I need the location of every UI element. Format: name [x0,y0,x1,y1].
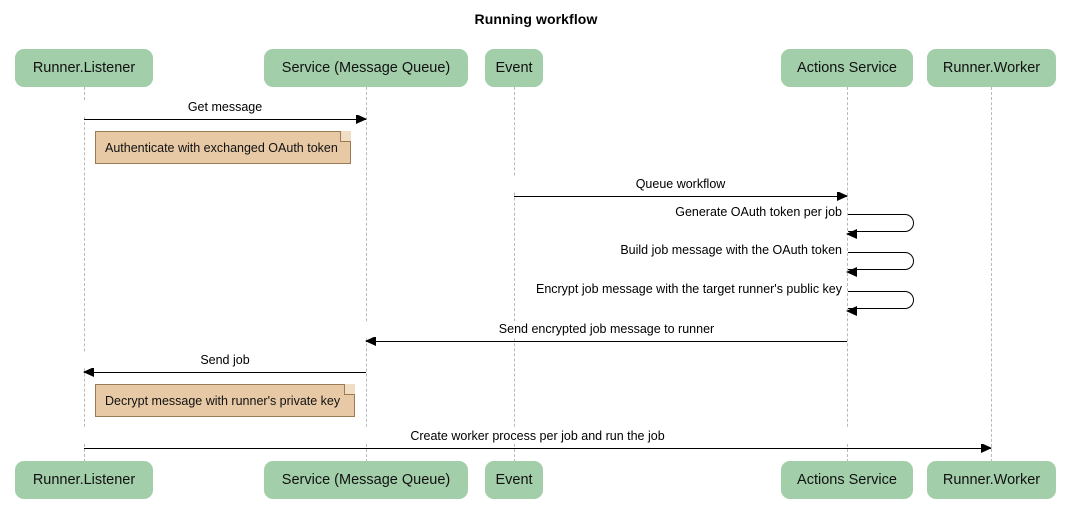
note-fold-corner-icon [344,384,355,395]
message-line [514,196,847,197]
participant-event-bottom[interactable]: Event [485,461,543,499]
participant-label: Event [495,472,533,488]
lifeline-runner-listener [84,87,85,462]
participant-label: Event [495,60,533,76]
self-message-loop [848,252,914,270]
lifeline-event [514,87,515,462]
self-message-encrypt-job-message: Encrypt job message with the target runn… [533,282,914,316]
participant-runner-worker-bottom[interactable]: Runner.Worker [927,461,1056,499]
participant-runner-listener-top[interactable]: Runner.Listener [15,49,153,87]
note-text: Authenticate with exchanged OAuth token [105,140,338,155]
self-message-loop [848,214,914,232]
arrowhead-left-icon [83,367,94,377]
message-label: Build job message with the OAuth token [618,243,844,258]
participant-label: Runner.Listener [32,60,136,76]
participant-runner-worker-top[interactable]: Runner.Worker [927,49,1056,87]
message-label: Encrypt job message with the target runn… [533,282,844,297]
participant-label: Runner.Worker [942,472,1041,488]
participant-actions-service-bottom[interactable]: Actions Service [781,461,913,499]
participant-actions-service-top[interactable]: Actions Service [781,49,913,87]
arrowhead-right-icon [356,114,367,124]
message-label: Generate OAuth token per job [673,205,844,220]
lifeline-service-message-queue [366,87,367,462]
diagram-title: Running workflow [474,11,598,27]
participant-label: Runner.Listener [32,472,136,488]
lifeline-runner-worker [991,87,992,462]
participant-label: Service (Message Queue) [281,60,451,76]
participant-label: Runner.Worker [942,60,1041,76]
message-line [84,448,991,449]
participant-service-message-queue-bottom[interactable]: Service (Message Queue) [264,461,468,499]
arrowhead-left-icon [846,305,857,316]
self-message-loop [848,291,914,309]
message-label: Send encrypted job message to runner [366,322,847,337]
self-message-generate-oauth-token: Generate OAuth token per job [673,205,914,239]
arrowhead-left-icon [846,266,857,277]
arrowhead-right-icon [981,443,992,453]
participant-label: Actions Service [797,472,897,488]
self-message-build-job-message: Build job message with the OAuth token [618,243,914,277]
note-decrypt: Decrypt message with runner's private ke… [95,384,355,417]
arrowhead-left-icon [365,336,376,346]
message-label: Get message [84,100,366,115]
arrowhead-left-icon [846,228,857,239]
note-authenticate: Authenticate with exchanged OAuth token [95,131,351,164]
message-line [84,119,366,120]
message-label: Queue workflow [514,177,847,192]
note-text: Decrypt message with runner's private ke… [105,393,341,408]
message-label: Send job [84,353,366,368]
message-label: Create worker process per job and run th… [84,429,991,444]
participant-runner-listener-bottom[interactable]: Runner.Listener [15,461,153,499]
arrowhead-right-icon [837,191,848,201]
participant-label: Service (Message Queue) [281,472,451,488]
message-line [366,341,847,342]
message-line [84,372,366,373]
participant-service-message-queue-top[interactable]: Service (Message Queue) [264,49,468,87]
participant-event-top[interactable]: Event [485,49,543,87]
participant-label: Actions Service [797,60,897,76]
note-fold-corner-icon [340,131,351,142]
